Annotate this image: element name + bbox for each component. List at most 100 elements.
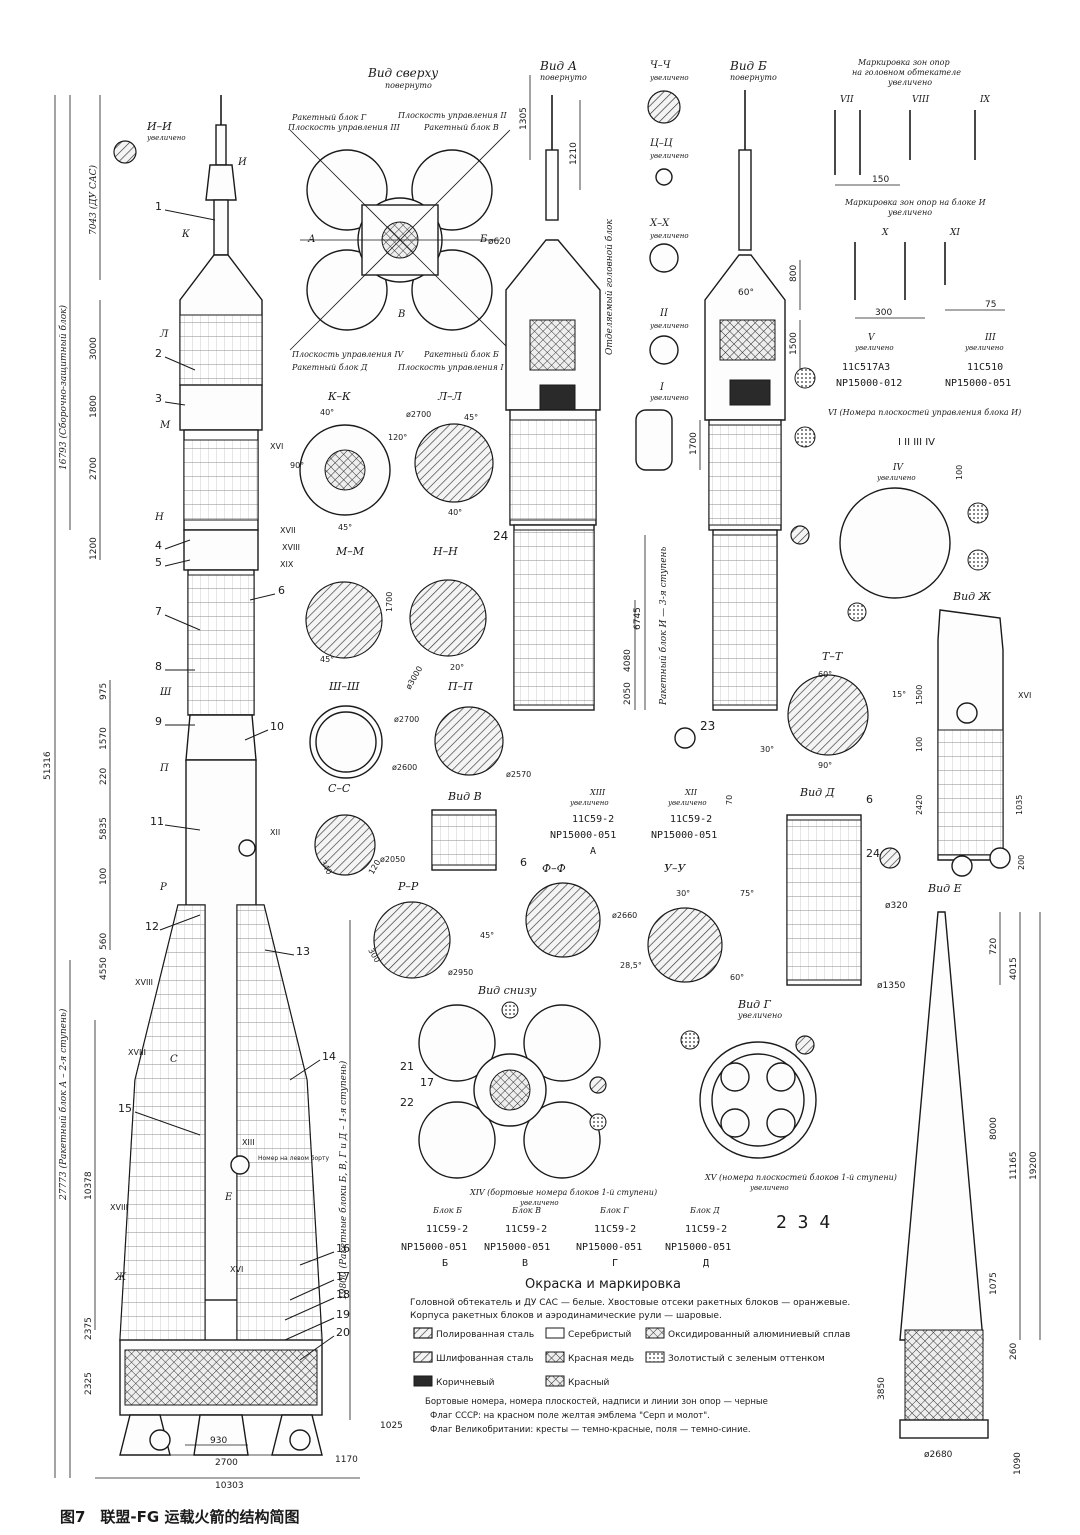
dim-2325: 2325 xyxy=(84,1372,94,1395)
svg-text:Блок Д: Блок Д xyxy=(689,1206,720,1215)
sec-chch-sub: увеличено xyxy=(649,74,689,82)
view-v: Вид В 6 xyxy=(431,790,527,871)
ve-260: 260 xyxy=(1009,1343,1019,1360)
sec-ss: С–С xyxy=(328,782,351,795)
dim-1200: 1200 xyxy=(89,537,99,560)
sec-uu: У–У xyxy=(664,862,686,875)
top-view-labels: Ракетный блок Г Плоскость управления II … xyxy=(287,111,508,372)
view-zh: Вид Ж XVI 1500 100 2420 1035 200 xyxy=(915,590,1031,877)
callout-12: 12 xyxy=(145,920,159,933)
sec-i-sub: увеличено xyxy=(649,394,689,402)
dim-1170: 1170 xyxy=(335,1455,358,1465)
zh-xiv: XVI xyxy=(1018,691,1031,700)
block-codes: Блок Б 11С59-2 NP15000-051 Б Блок В 11С5… xyxy=(401,1206,731,1269)
core-waist xyxy=(185,714,257,761)
sec-letter-n: Н xyxy=(154,512,164,523)
callout-6: 6 xyxy=(278,584,285,597)
sec-xx-sub: увеличено xyxy=(649,232,689,240)
svg-text:11С59-2: 11С59-2 xyxy=(685,1224,727,1235)
view-d: Вид Д 6 24 xyxy=(786,786,901,986)
va-stage3: Ракетный блок И — 3-я ступень xyxy=(658,547,669,706)
detail-i-hatched-circle xyxy=(113,140,137,164)
view-v-title: Вид В xyxy=(447,790,482,803)
bn-a3: А xyxy=(590,846,596,857)
mk-75: 75 xyxy=(985,300,996,310)
va-1305: 1305 xyxy=(519,107,529,130)
callout-2: 2 xyxy=(155,347,162,360)
main-roman-marks: XVI XVII XVIII XIX XII XIII XVI XVIII XV… xyxy=(110,442,300,1274)
third-stage-panel xyxy=(183,439,259,521)
paint-note1: Бортовые номера, номера плоскостей, надп… xyxy=(425,1397,768,1407)
mark-xix-a: XIX xyxy=(280,560,294,569)
xv-title: XV (номера плоскостей блоков 1-й ступени… xyxy=(704,1173,897,1182)
interstage-truss xyxy=(183,529,259,571)
sd-3000: ø3000 xyxy=(404,665,424,691)
label-ii-sub: увеличено xyxy=(146,134,186,142)
view-g: Вид Г увеличено XV (номера плоскостей бл… xyxy=(680,998,897,1233)
markings-panel: Маркировка зон опор на головном обтекате… xyxy=(828,58,1021,622)
paint-legend: Окраска и маркировка Головной обтекатель… xyxy=(410,1277,850,1435)
mk-fairing-title: Маркировка зон опор xyxy=(857,58,950,67)
vb-1700: 1700 xyxy=(689,432,699,455)
callout-19: 19 xyxy=(336,1308,350,1321)
zh-1035: 1035 xyxy=(1015,795,1024,815)
bn-70: 70 xyxy=(725,795,734,805)
sd-2950: ø2950 xyxy=(448,968,473,977)
bottom-view-title: Вид снизу xyxy=(477,984,537,997)
svg-text:NP15000-051: NP15000-051 xyxy=(665,1242,731,1253)
bn-xiii: XIII xyxy=(589,788,606,797)
bn-xii: XII xyxy=(684,788,698,797)
side-number-marker xyxy=(230,1155,250,1175)
main-rocket-side-view xyxy=(113,95,323,1456)
vb-800: 800 xyxy=(789,265,799,282)
sec-letter-sh: Ш xyxy=(159,687,172,698)
xv-enl: увеличено xyxy=(749,1184,789,1192)
callout-10: 10 xyxy=(270,720,284,733)
mk-iii-code2: NP15000-051 xyxy=(945,378,1011,389)
dim-3000: 3000 xyxy=(89,337,99,360)
plane-digits: 2 3 4 xyxy=(776,1212,830,1233)
dim-27773: 27773 (Ракетный блок А – 2-я ступень) xyxy=(58,1008,69,1201)
view-a-dims: 1305 1210 ø620 Отделяемый головной блок … xyxy=(488,75,669,710)
bn-b2: NP15000-051 xyxy=(651,830,717,841)
mark-xviii-d: XVIII xyxy=(110,1203,128,1212)
sd-20: 20° xyxy=(450,663,464,672)
ve-720: 720 xyxy=(989,938,999,955)
mk-block-title: Маркировка зон опор на блоке И xyxy=(844,198,987,207)
mk-x: X xyxy=(881,228,889,238)
paint-note3: Флаг Великобритании: кресты — темно-крас… xyxy=(430,1425,751,1435)
callout-leaders xyxy=(134,209,335,1361)
sec-nn: Н–Н xyxy=(432,545,458,558)
dim-2700b: 2700 xyxy=(215,1458,238,1468)
tail-fin-marker-left xyxy=(149,1429,171,1451)
callout-24-d: 24 xyxy=(866,847,880,860)
dim-560: 560 xyxy=(99,933,109,950)
va-4080: 4080 xyxy=(623,649,633,672)
svg-text:Блок Б: Блок Б xyxy=(432,1206,462,1215)
sd-60b: 60° xyxy=(818,670,832,679)
tv-block-g: Ракетный блок Г xyxy=(291,113,367,122)
bn-b1: 11С59-2 xyxy=(670,814,712,825)
paint-title: Окраска и маркировка xyxy=(525,1277,681,1292)
sd-45c: 45° xyxy=(320,655,334,664)
callout-22: 22 xyxy=(400,1096,414,1109)
label-ii-enlarged: И–И xyxy=(146,120,172,133)
ve-1350: ø1350 xyxy=(877,981,906,991)
dim-100: 100 xyxy=(99,868,109,885)
mk-iv: IV xyxy=(892,463,905,473)
sd-45b: 45° xyxy=(464,413,478,422)
legend-polished-steel: Полированная сталь xyxy=(436,1330,534,1340)
svg-text:Блок В: Блок В xyxy=(511,1206,541,1215)
sec-letter-p: П xyxy=(159,763,169,774)
block-b-code: Блок Б 11С59-2 NP15000-051 Б xyxy=(401,1206,468,1269)
xiv-enl: увеличено xyxy=(519,1199,559,1207)
booster-right-panels xyxy=(236,904,323,1341)
mark-xviii-a: XVIII xyxy=(282,543,300,552)
sd-2700: ø2700 xyxy=(406,410,431,419)
mk-150: 150 xyxy=(872,175,889,185)
vb-60: 60° xyxy=(738,288,754,298)
mk-iii-code1: 11С510 xyxy=(967,362,1003,373)
legend-brown: Коричневый xyxy=(436,1378,495,1388)
callout-24-a: 24 xyxy=(493,529,508,543)
